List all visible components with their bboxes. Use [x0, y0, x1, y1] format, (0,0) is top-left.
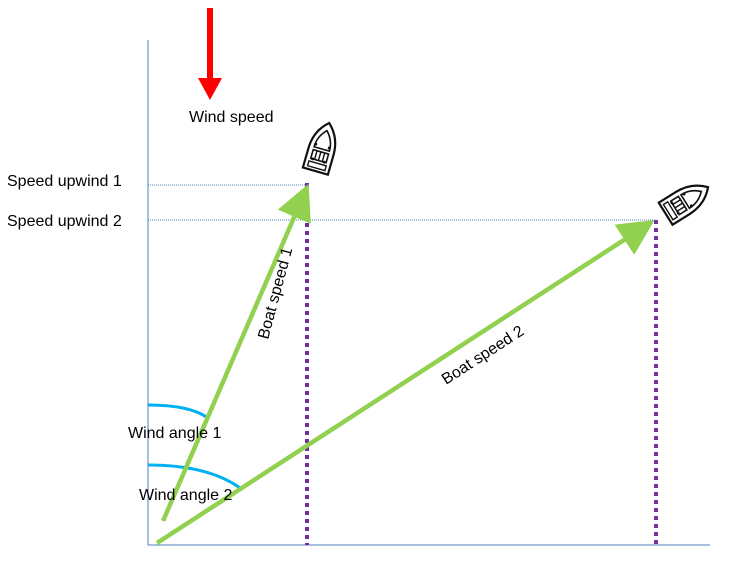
boat-icon [301, 118, 343, 176]
boat-speed-1-vector [160, 183, 311, 522]
speed-upwind-2-label: Speed upwind 2 [7, 213, 122, 230]
speed-upwind-1-label: Speed upwind 1 [7, 173, 122, 190]
wind-speed-label: Wind speed [189, 109, 274, 126]
boat-icon [657, 175, 717, 226]
wind-angle-1-label: Wind angle 1 [128, 425, 221, 442]
boat-speed-2-vector [155, 220, 655, 545]
wind-angle-2-arc [147, 463, 241, 490]
wind-angle-2-label: Wind angle 2 [139, 487, 232, 504]
down-arrow-icon [198, 8, 222, 100]
wind-angle-1-arc [147, 403, 209, 420]
